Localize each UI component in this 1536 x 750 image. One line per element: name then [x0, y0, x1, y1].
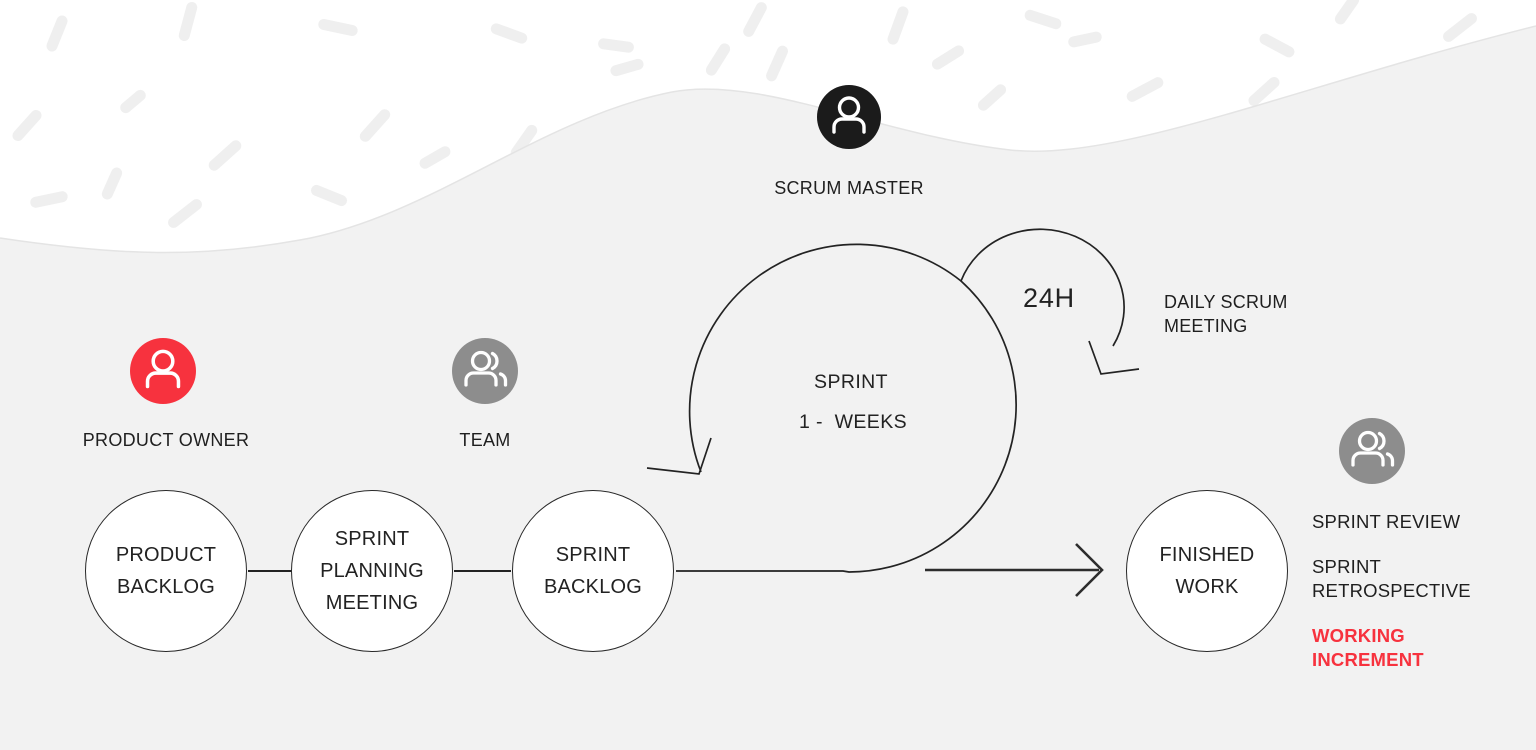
confetti-dash [12, 109, 42, 142]
retrospective-line-1: SPRINT [1312, 556, 1382, 577]
confetti-dash [510, 124, 538, 159]
confetti-dash [1024, 9, 1062, 30]
confetti-dash [766, 45, 788, 82]
person-icon [832, 96, 866, 134]
retrospective-line-2: RETROSPECTIVE [1312, 580, 1471, 601]
sprint-loop-duration: 1 - WEEKS [798, 411, 908, 433]
confetti-dash [598, 38, 634, 53]
confetti-dash [46, 15, 68, 52]
confetti-dash [1443, 13, 1477, 42]
confetti-dash [1248, 76, 1280, 107]
confetti-dash [101, 167, 123, 200]
confetti-dash [208, 140, 242, 171]
node-text-line: BACKLOG [116, 576, 216, 598]
sprint-loop-arrowhead [646, 437, 712, 475]
confetti-dash [1259, 33, 1295, 58]
product-owner-avatar [130, 338, 196, 404]
working-increment-label: WORKING INCREMENT [1312, 624, 1471, 672]
node-text-line: BACKLOG [543, 576, 643, 598]
confetti-dash [887, 6, 909, 45]
node-text-line: PLANNING [320, 560, 424, 582]
increment-line-1: WORKING [1312, 625, 1405, 646]
confetti-dash [743, 2, 767, 37]
node-text-line: PRODUCT [115, 544, 217, 566]
daily-loop-arrowhead [1088, 340, 1140, 375]
confetti-dash [705, 43, 731, 76]
node-finished-work: FINISHED WORK [1126, 490, 1288, 652]
people-icon [464, 350, 508, 387]
confetti-dash [490, 23, 528, 44]
review-team-avatar [1339, 418, 1405, 484]
node-product-backlog: PRODUCT BACKLOG [85, 490, 247, 652]
confetti-dash [610, 58, 644, 77]
confetti-dash [178, 1, 198, 42]
finished-work-arrowhead [1075, 543, 1104, 597]
node-sprint-backlog: SPRINT BACKLOG [512, 490, 674, 652]
increment-line-2: INCREMENT [1312, 649, 1424, 670]
wave-edge-line [0, 25, 1536, 254]
confetti-dash [931, 45, 965, 70]
node-text-line: WORK [1175, 576, 1239, 598]
daily-scrum-line-1: DAILY SCRUM [1164, 292, 1288, 312]
confetti-dash [1068, 31, 1102, 48]
confetti-dash [168, 199, 202, 228]
daily-scrum-line-2: MEETING [1164, 316, 1248, 336]
confetti-dash [318, 18, 358, 37]
node-text-line: SPRINT [555, 544, 631, 566]
people-icon [1351, 430, 1395, 467]
confetti-dash [1334, 0, 1360, 25]
sprint-loop-arc [688, 243, 962, 473]
person-icon [145, 349, 181, 389]
sprint-loop-title: SPRINT [814, 371, 888, 393]
scrum-master-label: SCRUM MASTER [774, 178, 924, 198]
scrum-master-avatar [817, 85, 881, 149]
node-text-line: SPRINT [334, 528, 410, 550]
confetti-dash [1126, 77, 1164, 102]
confetti-dash [30, 191, 68, 208]
node-text-line: MEETING [325, 592, 419, 614]
confetti-dash [310, 184, 348, 207]
daily-scrum-meeting-label: DAILY SCRUM MEETING [1164, 290, 1288, 338]
confetti-dash [120, 89, 146, 114]
daily-loop-badge: 24H [1023, 283, 1075, 313]
node-sprint-planning-meeting: SPRINT PLANNING MEETING [291, 490, 453, 652]
sprint-flow-line [676, 228, 1125, 573]
confetti-dash [359, 109, 391, 142]
node-text-line: FINISHED [1159, 544, 1255, 566]
sprint-retrospective-label: SPRINT RETROSPECTIVE [1312, 555, 1471, 603]
confetti-dash [419, 146, 451, 169]
sprint-review-label: SPRINT REVIEW [1312, 511, 1461, 532]
confetti-dash [977, 84, 1007, 111]
team-label: TEAM [459, 430, 511, 450]
product-owner-label: PRODUCT OWNER [82, 430, 250, 450]
team-avatar [452, 338, 518, 404]
outcomes-list: SPRINT REVIEW SPRINT RETROSPECTIVE WORKI… [1312, 510, 1471, 672]
